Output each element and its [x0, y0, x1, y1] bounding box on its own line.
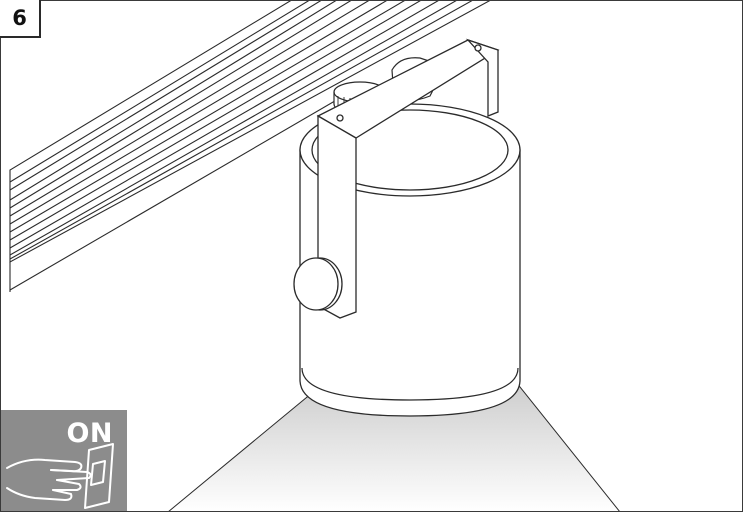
power-on-badge: ON [1, 410, 127, 511]
track-rail [9, 0, 492, 292]
hand-pressing-switch-icon [6, 443, 114, 509]
step-number-badge: 6 [0, 0, 41, 38]
power-on-label: ON [66, 418, 113, 449]
tilt-knob [293, 257, 343, 311]
step-number: 6 [12, 6, 27, 30]
